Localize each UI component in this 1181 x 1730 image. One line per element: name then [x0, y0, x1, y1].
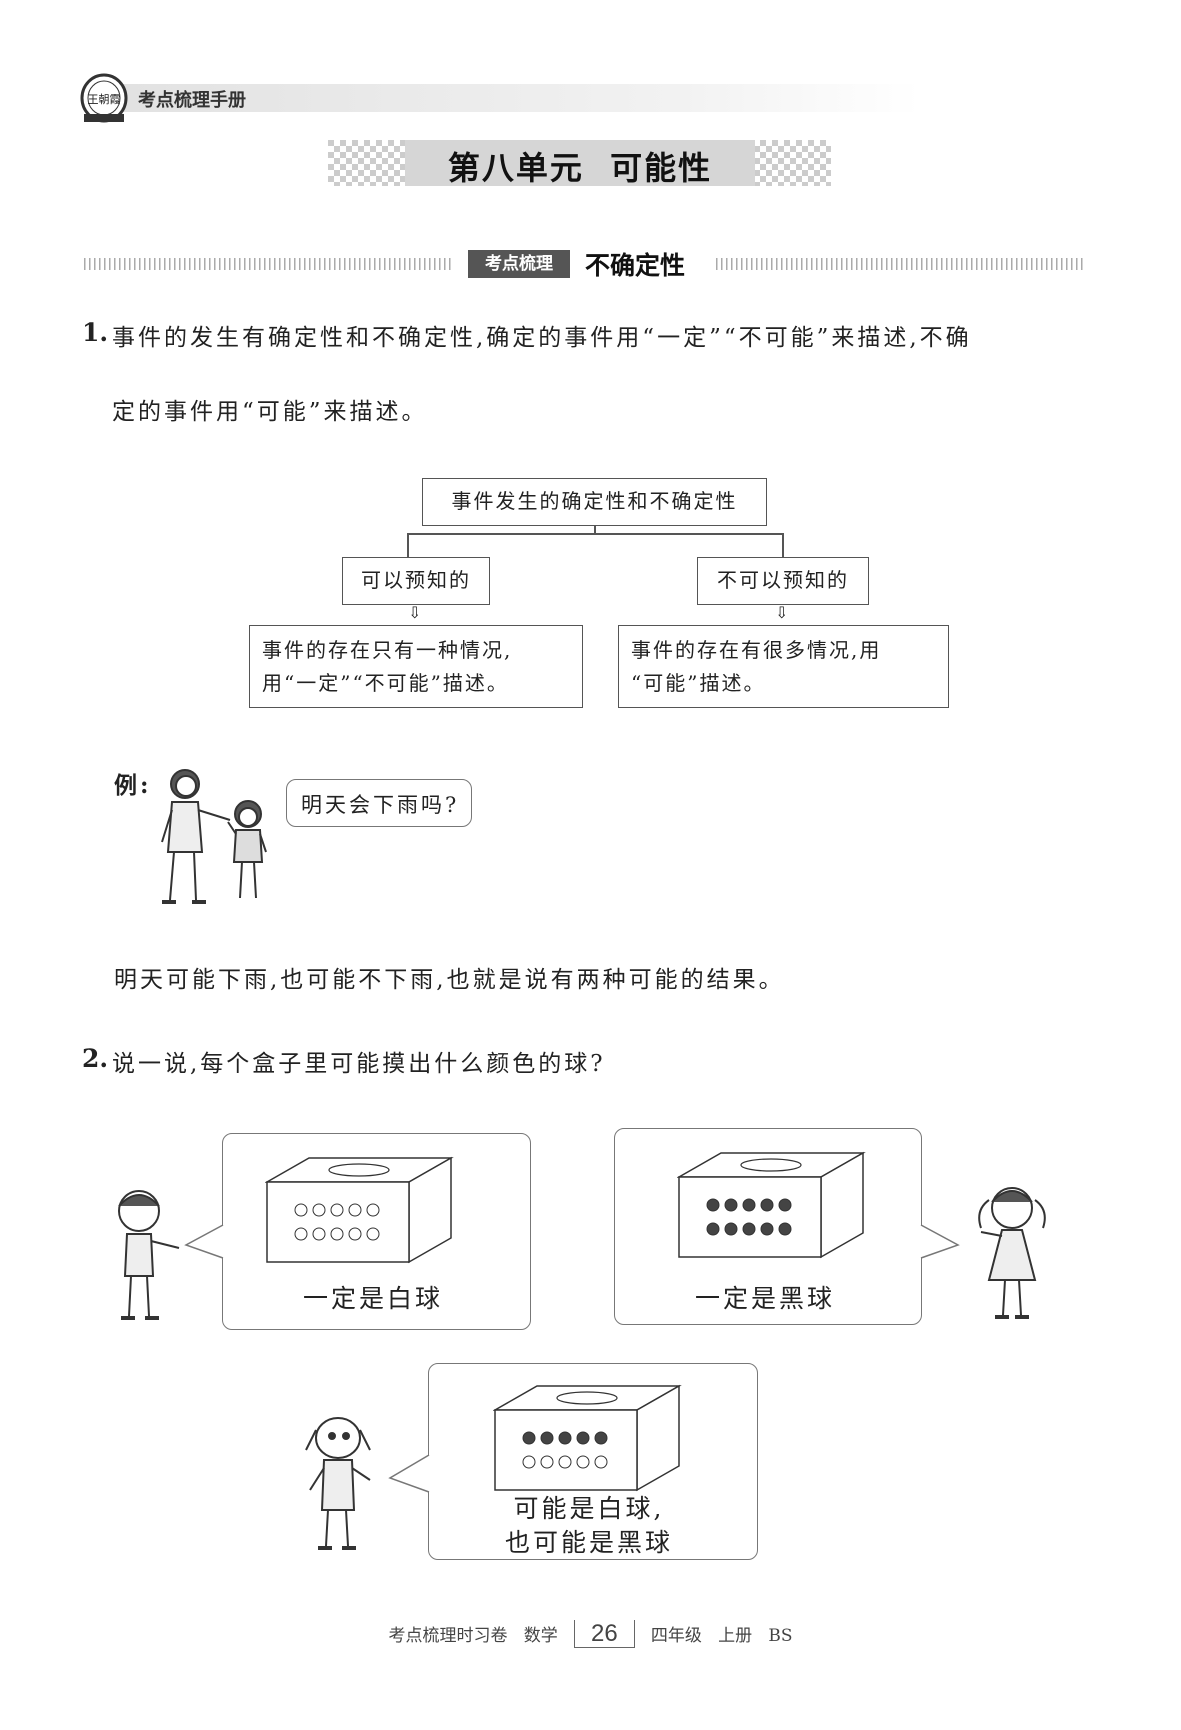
box-card-2: 一定是黑球: [614, 1128, 922, 1325]
speech-bubble: 明天会下雨吗?: [286, 779, 472, 827]
box-front: [678, 1176, 822, 1258]
leaf-line: 用“一定”“不可能”描述。: [262, 671, 509, 695]
box-opening: [740, 1158, 802, 1172]
arrow-down-icon: ⇩: [775, 603, 789, 622]
connector: [407, 533, 409, 557]
header-bar: [120, 84, 920, 112]
section-tag: 考点梳理: [468, 250, 570, 278]
diagram-right-leaf: 事件的存在有很多情况,用 “可能”描述。: [618, 625, 949, 708]
white-ball: [594, 1455, 608, 1469]
divider-right: [716, 258, 1086, 270]
black-ball: [778, 1198, 792, 1212]
white-ball: [366, 1227, 380, 1241]
item2-question: 说一说,每个盒子里可能摸出什么颜色的球?: [112, 1051, 606, 1077]
white-ball: [522, 1455, 536, 1469]
unit-title: 第八单元 可能性: [447, 149, 713, 187]
white-ball: [312, 1227, 326, 1241]
white-ball: [576, 1455, 590, 1469]
diagram-left-branch: 可以预知的: [342, 557, 490, 605]
ball-box-illustration: [265, 1156, 454, 1264]
white-ball: [366, 1203, 380, 1217]
speech-text: 明天会下雨吗?: [301, 793, 460, 817]
caption-line: 可能是白球,: [513, 1494, 665, 1523]
black-ball: [760, 1222, 774, 1236]
diagram-left-leaf: 事件的存在只有一种情况, 用“一定”“不可能”描述。: [249, 625, 583, 708]
box-front: [266, 1181, 410, 1263]
white-ball: [294, 1227, 308, 1241]
connector: [594, 526, 596, 534]
connector: [407, 533, 783, 535]
diagram-root: 事件发生的确定性和不确定性: [422, 478, 767, 526]
example-label: 例:: [114, 772, 152, 799]
black-ball: [594, 1431, 608, 1445]
svg-text:王朝霞: 王朝霞: [88, 93, 121, 106]
black-ball: [706, 1222, 720, 1236]
black-ball: [724, 1222, 738, 1236]
item-number: 2.: [82, 1044, 109, 1073]
leaf-line: “可能”描述。: [631, 671, 766, 695]
ball-box-illustration: [677, 1151, 866, 1259]
section-title: 不确定性: [585, 251, 686, 280]
footer-edition: BS: [768, 1626, 793, 1646]
white-ball: [330, 1203, 344, 1217]
footer-series: 考点梳理时习卷: [388, 1626, 508, 1646]
black-ball: [522, 1431, 536, 1445]
box-caption: 一定是白球: [302, 1284, 443, 1313]
black-ball: [706, 1198, 720, 1212]
black-ball: [558, 1431, 572, 1445]
footer-subject: 数学: [523, 1626, 558, 1646]
title-banner-pattern: [328, 140, 831, 186]
diagram-right-branch: 不可以预知的: [697, 557, 869, 605]
black-ball: [760, 1198, 774, 1212]
divider-left: [84, 258, 454, 270]
box-opening: [556, 1391, 618, 1405]
box-caption: 可能是白球, 也可能是黑球: [429, 1492, 749, 1560]
page-footer: 考点梳理时习卷 数学 26 四年级 上册 BS: [0, 1620, 1181, 1648]
black-ball: [778, 1222, 792, 1236]
connector: [782, 533, 784, 557]
white-ball: [348, 1227, 362, 1241]
white-ball: [330, 1227, 344, 1241]
item1-text-line2: 定的事件用“可能”来描述。: [112, 399, 428, 425]
black-ball: [724, 1198, 738, 1212]
white-ball: [558, 1455, 572, 1469]
caption-line: 也可能是黑球: [504, 1528, 673, 1557]
teacher-and-child-illustration: [161, 769, 267, 904]
title-banner: [405, 140, 755, 186]
ball-box-illustration: [493, 1384, 682, 1492]
black-ball: [576, 1431, 590, 1445]
book-title: 考点梳理手册: [138, 90, 246, 111]
leaf-line: 事件的存在只有一种情况,: [262, 638, 513, 662]
box-front: [494, 1409, 638, 1491]
white-ball: [540, 1455, 554, 1469]
arrow-down-icon: ⇩: [408, 603, 422, 622]
page-number: 26: [573, 1620, 635, 1648]
item1-text-line1: 事件的发生有确定性和不确定性,确定的事件用“一定”“不可能”来描述,不确: [112, 325, 972, 351]
publisher-logo: 王朝霞: [80, 73, 128, 123]
black-ball: [540, 1431, 554, 1445]
example-explanation: 明天可能下雨,也可能不下雨,也就是说有两种可能的结果。: [114, 967, 785, 993]
footer-grade: 四年级: [650, 1626, 702, 1646]
black-ball: [742, 1198, 756, 1212]
dog-illustration: [305, 1417, 371, 1550]
item-number: 1.: [82, 318, 109, 347]
white-ball: [294, 1203, 308, 1217]
footer-volume: 上册: [718, 1626, 753, 1646]
leaf-line: 事件的存在有很多情况,用: [631, 638, 882, 662]
box-card-1: 一定是白球: [222, 1133, 531, 1330]
white-ball: [312, 1203, 326, 1217]
girl-illustration: [978, 1187, 1046, 1319]
boy-illustration: [118, 1190, 180, 1320]
box-card-3: 可能是白球, 也可能是黑球: [428, 1363, 758, 1560]
box-caption: 一定是黑球: [694, 1284, 835, 1313]
black-ball: [742, 1222, 756, 1236]
box-opening: [328, 1163, 390, 1177]
white-ball: [348, 1203, 362, 1217]
